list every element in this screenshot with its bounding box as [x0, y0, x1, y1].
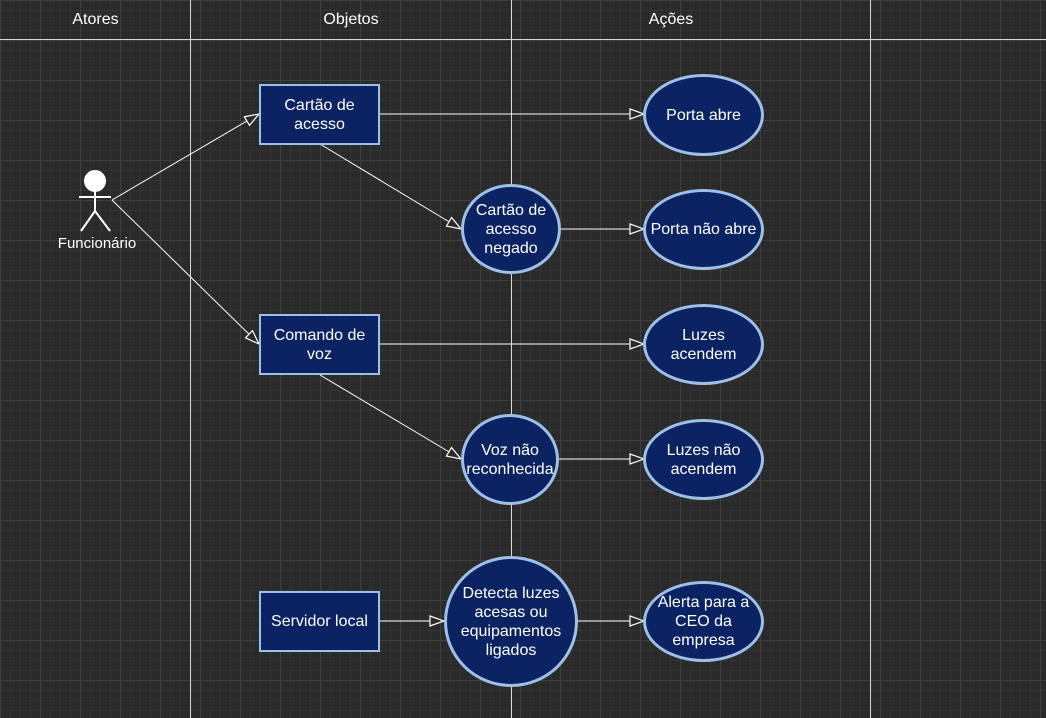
lane-header-actors: Atores — [72, 11, 119, 28]
door-not-open-node[interactable]: Porta não abre — [643, 189, 764, 270]
detect-lights-node[interactable]: Detecta luzes acesas ou equipamentos lig… — [444, 556, 578, 687]
door-opens-node[interactable]: Porta abre — [643, 74, 764, 156]
lane-header-objects: Objetos — [323, 11, 379, 28]
voice-command-box[interactable]: Comando de voz — [259, 314, 380, 375]
actor-stick-figure — [79, 170, 111, 232]
lane-header-actions: Ações — [648, 11, 694, 28]
voice-unrecognized-node[interactable]: Voz não reconhecida — [461, 414, 559, 505]
header-divider — [0, 39, 1046, 40]
ceo-alert-node[interactable]: Alerta para a CEO da empresa — [643, 581, 764, 662]
card-denied-node[interactable]: Cartão de acesso negado — [461, 184, 561, 274]
access-card-box[interactable]: Cartão de acesso — [259, 84, 380, 145]
actor-label: Funcionário — [57, 235, 137, 252]
edge-voice-to-unrecognized — [319, 374, 461, 459]
lights-not-on-node[interactable]: Luzes não acendem — [643, 419, 764, 500]
lane-divider-3 — [870, 0, 871, 718]
lights-on-node[interactable]: Luzes acendem — [643, 304, 764, 385]
lane-divider-2 — [511, 0, 512, 718]
edge-actor-to-access-card — [111, 114, 259, 201]
edge-actor-to-voice-command — [111, 199, 259, 344]
edge-card-to-denied — [319, 143, 461, 229]
lane-divider-1 — [190, 0, 191, 718]
local-server-box[interactable]: Servidor local — [259, 591, 380, 652]
